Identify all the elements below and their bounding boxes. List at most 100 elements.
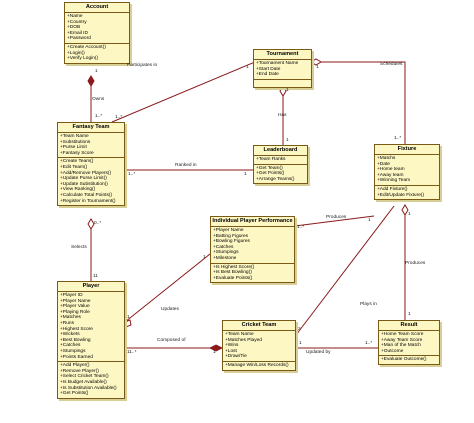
attribute: +Email ID (67, 30, 88, 36)
attribute: +Highest Score (60, 326, 93, 332)
operation: +Is Substitution Available() (60, 385, 117, 391)
schedules-label: Schedules (380, 62, 403, 67)
operations: +Manage Win/Loss Records() (223, 360, 295, 370)
attribute: +Stumpings (213, 250, 239, 256)
attribute: +Batting Figures (213, 233, 249, 239)
attribute: +Team Name (60, 134, 89, 139)
produces-performance-label: Produces (326, 215, 347, 220)
multiplicity: 1 (95, 69, 98, 74)
composed-of-diamond (208, 344, 224, 352)
attribute: +Fantasy Score (60, 150, 94, 156)
attribute: +Team Name (225, 332, 254, 337)
attributes: +Player Name +Batting Figures +Bowling F… (211, 227, 294, 263)
operation: +View Ranking() (60, 187, 96, 193)
produces-result-label: Produces (405, 261, 426, 266)
operation: +Evaluate Outcome() (381, 357, 427, 363)
attribute: +Playing Role (60, 309, 90, 315)
class-title: Account (65, 3, 129, 13)
attribute: +Player Value (60, 304, 90, 310)
participates-line (111, 61, 256, 123)
multiplicity: 1 (299, 341, 302, 346)
multiplicity: 1..* (128, 172, 136, 177)
attribute: +Matches Played (225, 337, 262, 343)
attributes: +Team Name +Substitutions +Purse Limit +… (58, 133, 124, 157)
operation: +Is Best Bowling() (213, 270, 252, 276)
operations: +Create Account() +Login() +Verify Login… (65, 42, 129, 63)
operation: +Register in Tournament() (60, 198, 116, 204)
has-diamond (279, 85, 287, 97)
attributes: +Team Ranks (254, 156, 307, 164)
multiplicity: 1 (286, 88, 289, 93)
selects-label: Selects (71, 245, 87, 250)
operation: +Manage Win/Loss Records() (225, 362, 289, 368)
multiplicity: 0..* (94, 221, 102, 226)
operations (254, 78, 311, 87)
attribute: +Purse Limit (60, 145, 87, 151)
operation: +Is Highest Score() (213, 264, 255, 270)
attributes: +Home Team Score +Away Team Score +Man o… (379, 331, 439, 355)
attribute: +Milestone (213, 255, 237, 261)
operation: +Verify Login() (67, 56, 99, 62)
has-label: Has (278, 113, 287, 118)
attribute: +Draw/Tie (225, 354, 247, 360)
account-class: Account +Name +Country +DOB +Email ID +P… (64, 2, 130, 64)
operation: +Add Player() (60, 363, 90, 369)
attribute: +Wins (225, 343, 239, 349)
operation: +Arrange Teams() (256, 176, 295, 182)
attribute: +Matchs (377, 156, 396, 161)
multiplicity: 1 (244, 172, 247, 177)
operation: +Add/Remove Players() (60, 170, 112, 176)
schedules-line (311, 61, 406, 144)
operation: +Remove Player() (60, 368, 99, 374)
class-title: Fixture (375, 145, 439, 155)
attributes: +Player ID +Player Name +Player Value +P… (58, 292, 124, 361)
multiplicity: 2 (298, 327, 301, 332)
attribute: +Player Name (60, 298, 91, 304)
attribute: +Country (67, 19, 87, 25)
operation: +Calculate Total Points() (60, 192, 113, 198)
operations: +Get Team() +Get Points() +Arrange Teams… (254, 163, 307, 184)
owns-diamond (87, 75, 95, 87)
multiplicity: 1..* (365, 341, 373, 346)
attribute: +Points Earned (60, 354, 93, 360)
updates-line (124, 253, 211, 323)
class-title: Cricket Team (223, 321, 295, 331)
multiplicity: 1 (368, 218, 371, 223)
class-title: Leaderboard (254, 146, 307, 156)
result-class: Result +Home Team Score +Away Team Score… (378, 320, 440, 365)
player-class: Player +Player ID +Player Name +Player V… (57, 281, 125, 399)
operation: +Get Team() (256, 165, 283, 171)
multiplicity: 1 (408, 312, 411, 317)
leaderboard-class: Leaderboard +Team Ranks +Get Team() +Get… (253, 145, 308, 185)
attribute: +Runs (60, 320, 74, 326)
attributes: +Team Name +Matches Played +Wins +Lost +… (223, 331, 295, 361)
attribute: +Substitutions (60, 139, 91, 145)
operations: +Add Player() +Remove Player() +Select C… (58, 361, 124, 398)
updates-diamond (124, 319, 132, 328)
cricket-team-class: Cricket Team +Team Name +Matches Played … (222, 320, 296, 371)
operation: +Update Substitution() (60, 181, 108, 187)
attribute: +DOB (67, 25, 81, 31)
operations: +Add Fixture() +Edit/Update Fixture() (375, 184, 439, 199)
multiplicity: 1 (127, 315, 130, 320)
multiplicity: 11..* (127, 350, 137, 355)
operation: +Update Purse Limit() (60, 176, 107, 182)
multiplicity: 1 (213, 350, 216, 355)
attribute: +Player ID (60, 293, 83, 298)
operation: +Login() (67, 50, 85, 56)
operation: +Get Points() (60, 391, 89, 397)
selects-diamond (87, 218, 95, 230)
attribute: +Wickets (60, 332, 80, 338)
operation: +Edit Team() (60, 164, 88, 170)
composed-of-label: Composed of (157, 338, 186, 343)
ranked-in-label: Ranked in (175, 163, 197, 168)
operation: +Create Team() (60, 159, 94, 165)
updates-label: Updates (161, 307, 179, 312)
attribute: +Matches (60, 315, 81, 321)
multiplicity: 11 (93, 274, 98, 279)
attribute: +Tournament Name (256, 61, 299, 66)
plays-in-line (295, 205, 395, 336)
attribute: +Date (377, 161, 390, 167)
